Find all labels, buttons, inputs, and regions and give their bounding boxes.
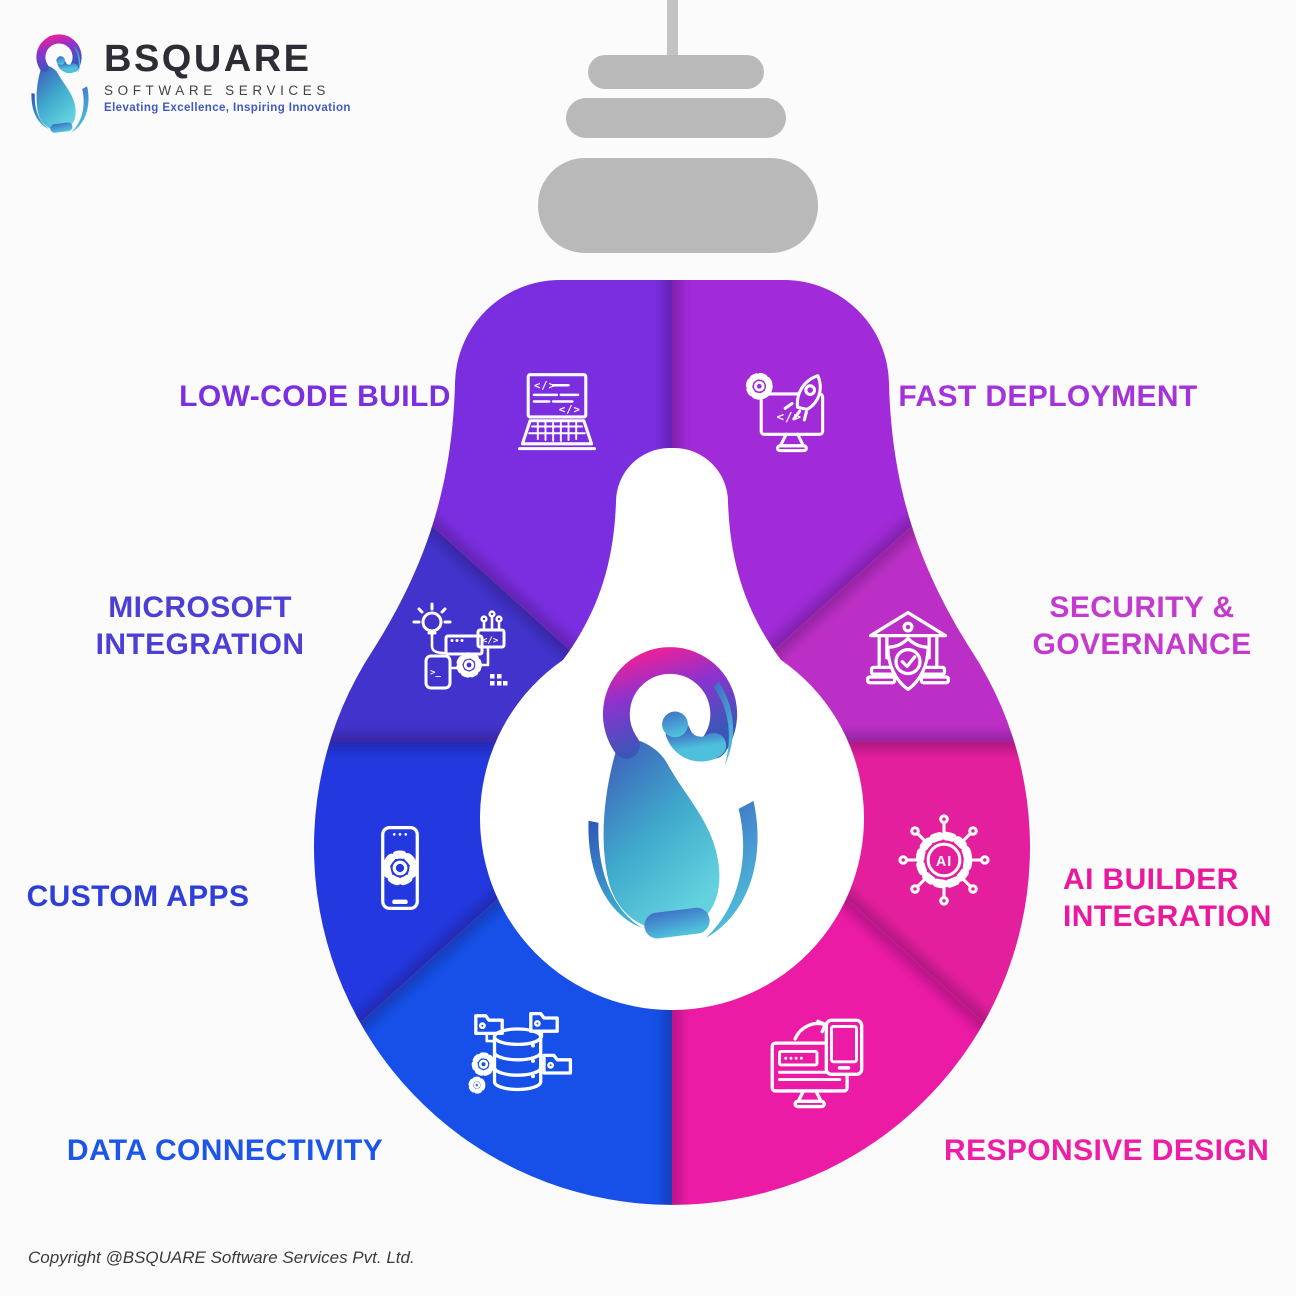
label-custom-apps: CUSTOM APPS <box>26 880 250 913</box>
segment-custom-apps <box>314 742 672 1205</box>
label-low-code-build: LOW-CODE BUILD <box>179 380 451 413</box>
brand-subtitle: SOFTWARE SERVICES <box>104 83 330 98</box>
brand-header: BSQUARE SOFTWARE SERVICES Elevating Exce… <box>30 30 351 134</box>
label-security-governance: SECURITY & GOVERNANCE <box>1032 591 1252 661</box>
label-data-connectivity: DATA CONNECTIVITY <box>66 1134 384 1167</box>
label-ai-builder-integration: AI BUILDER INTEGRATION <box>1063 863 1272 933</box>
ai-gear-icon <box>900 816 988 904</box>
cap-pill-medium <box>566 98 786 138</box>
copyright-text: Copyright @BSQUARE Software Services Pvt… <box>28 1248 415 1267</box>
cap-pill-small <box>588 55 764 89</box>
cap-pill-large <box>538 158 818 253</box>
segment-security-governance <box>672 280 1030 742</box>
segment-ai-builder-integration <box>672 742 1030 1205</box>
label-microsoft-integration: MICROSOFT INTEGRATION <box>95 591 305 661</box>
brand-name: BSQUARE <box>104 38 312 80</box>
cap-wire <box>667 0 678 62</box>
brand-logo-mark <box>30 30 92 134</box>
brand-tagline: Elevating Excellence, Inspiring Innovati… <box>104 102 351 114</box>
segment-microsoft-integration <box>314 280 672 742</box>
bulb-cap <box>538 0 818 253</box>
label-responsive-design: RESPONSIVE DESIGN <box>944 1134 1270 1167</box>
label-fast-deployment: FAST DEPLOYMENT <box>898 380 1198 413</box>
